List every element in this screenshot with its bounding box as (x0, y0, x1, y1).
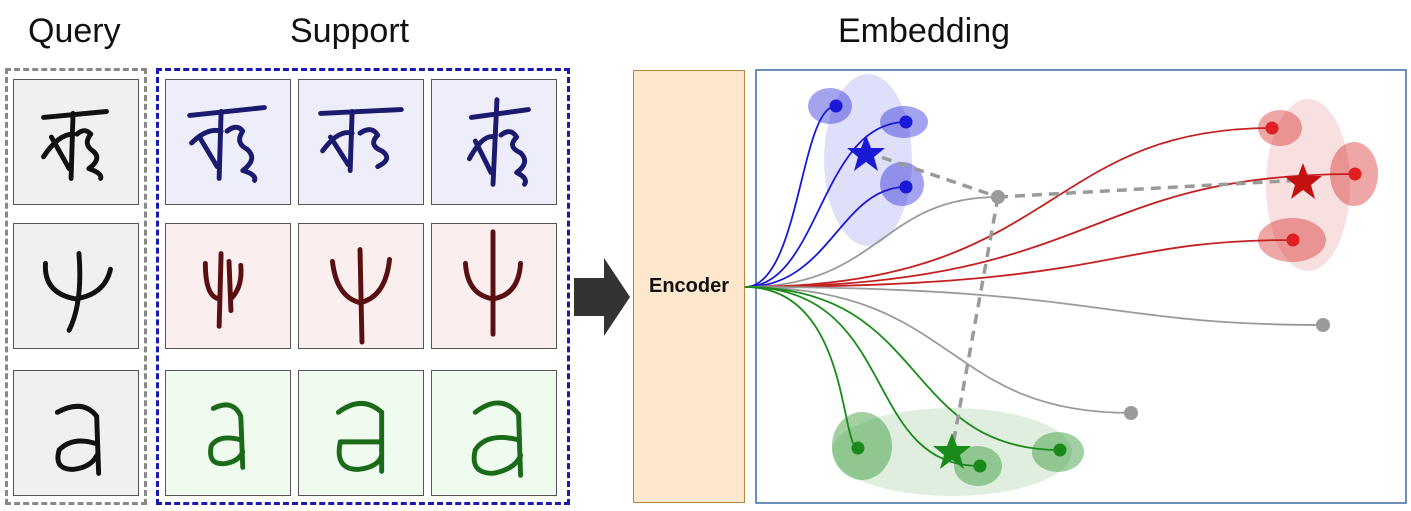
prototype-star-icon (1284, 163, 1322, 199)
glyph-letter-a-icon (335, 401, 385, 474)
support-point (851, 441, 865, 455)
embedding-path (744, 239, 1294, 288)
query-image-1 (13, 79, 139, 205)
embedding-path (744, 127, 1273, 288)
glyph-letter-a-icon (471, 400, 524, 478)
embedding-path (744, 196, 999, 288)
glyph-ancient-icon (466, 97, 531, 187)
support-point (973, 459, 987, 473)
support-point (829, 99, 843, 113)
encoder-block: Encoder (633, 70, 745, 503)
embedding-path (744, 105, 837, 288)
query-point (1124, 406, 1138, 420)
query-point (1316, 318, 1330, 332)
embedding-heading: Embedding (838, 12, 1011, 50)
encoder-label: Encoder (648, 275, 730, 297)
support-image-2-1 (165, 223, 291, 349)
support-image-3-1 (165, 370, 291, 496)
distance-line (950, 196, 1000, 451)
support-image-2-2 (298, 223, 424, 349)
glyph-letter-a-icon (54, 403, 102, 476)
support-point (899, 180, 913, 194)
glyph-ancient-icon (318, 107, 404, 173)
support-point (899, 115, 913, 129)
embedding-path (744, 286, 1132, 414)
support-image-1-3 (431, 79, 557, 205)
flow-arrow-icon (574, 258, 630, 336)
query-set-frame (5, 68, 147, 505)
glyph-psi-icon (330, 247, 392, 345)
embedding-path (744, 121, 907, 288)
glyph-psi-icon (43, 251, 113, 333)
query-image-2 (13, 223, 139, 349)
embedding-path (744, 286, 1061, 451)
query-point (991, 190, 1005, 204)
query-heading: Query (28, 12, 121, 50)
glyph-ancient-icon (41, 109, 109, 181)
support-image-1-1 (165, 79, 291, 205)
support-point (1286, 233, 1300, 247)
embedding-path (744, 186, 907, 288)
support-image-1-2 (298, 79, 424, 205)
support-point (1348, 167, 1362, 181)
query-image-3 (13, 370, 139, 496)
embedding-path (744, 286, 1324, 326)
class-2-blob (1258, 110, 1302, 146)
glyph-ancient-icon (187, 105, 267, 183)
embedding-path (744, 286, 859, 449)
embedding-path (744, 173, 1356, 288)
prototype-star-icon (847, 135, 885, 171)
glyph-psi-icon (202, 251, 244, 329)
embedding-path (744, 286, 981, 467)
distance-line (865, 150, 999, 199)
prototype-star-icon (933, 433, 971, 469)
glyph-letter-a-icon (208, 402, 246, 470)
support-image-2-3 (431, 223, 557, 349)
glyph-psi-icon (463, 229, 524, 337)
support-image-3-2 (298, 370, 424, 496)
support-image-3-3 (431, 370, 557, 496)
support-point (1265, 121, 1279, 135)
support-point (1053, 443, 1067, 457)
support-heading: Support (290, 12, 410, 50)
support-set-frame (156, 68, 570, 505)
